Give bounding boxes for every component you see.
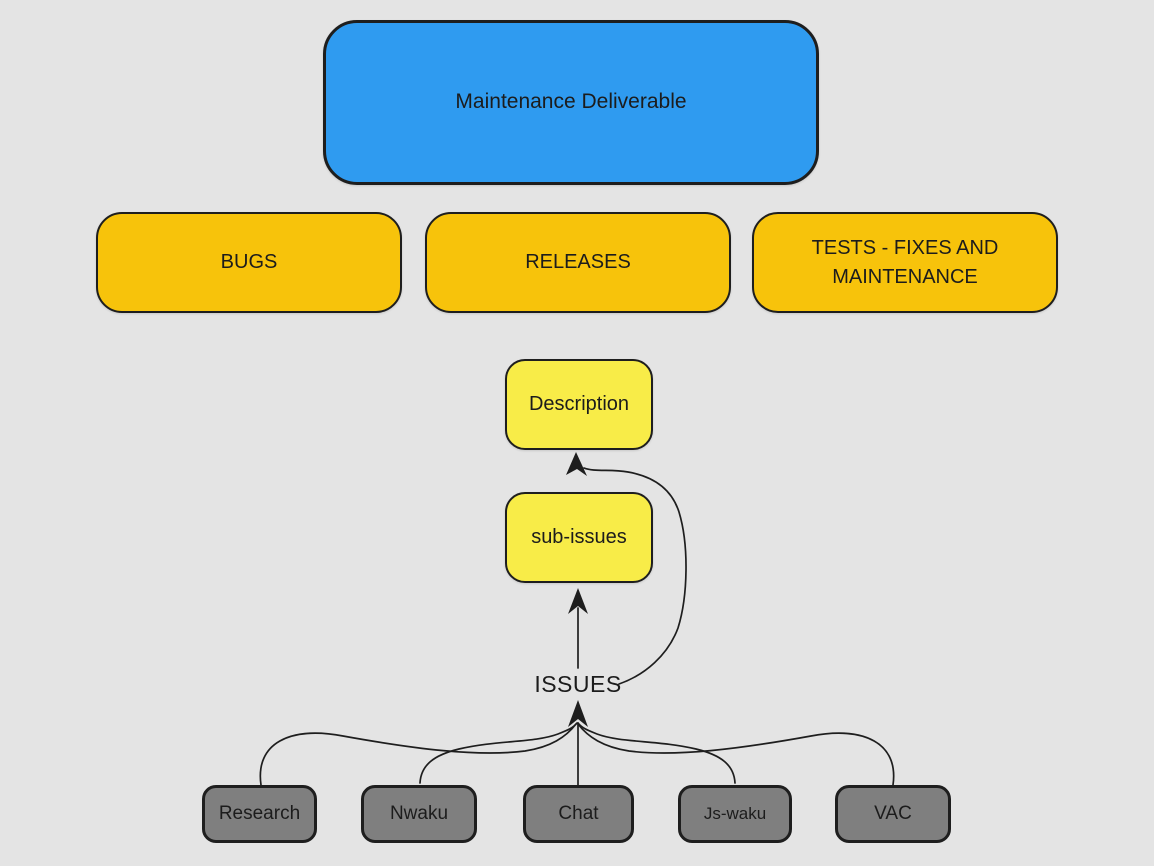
- edge-research-issues: [259, 723, 577, 786]
- node-chat-label: Chat: [558, 803, 599, 825]
- edge-issues-description: [583, 467, 687, 685]
- node-nwaku-label: Nwaku: [389, 803, 449, 825]
- arrowhead-into-issues: [568, 700, 588, 727]
- arrowhead-into-subissues: [568, 588, 588, 614]
- node-releases[interactable]: RELEASES: [425, 212, 731, 313]
- node-research-label: Research: [218, 803, 301, 825]
- node-maintenance-deliverable[interactable]: Maintenance Deliverable: [323, 20, 819, 185]
- node-maintenance-deliverable-label: Maintenance Deliverable: [455, 90, 687, 114]
- node-description[interactable]: Description: [505, 359, 653, 450]
- node-bugs[interactable]: BUGS: [96, 212, 402, 313]
- edge-nwaku-issues: [419, 722, 578, 784]
- node-chat[interactable]: Chat: [523, 785, 634, 843]
- edge-jswaku-issues: [577, 722, 736, 784]
- node-js-waku-label: Js-waku: [703, 803, 767, 823]
- issues-text-label[interactable]: ISSUES: [534, 671, 622, 697]
- node-description-label: Description: [528, 393, 630, 415]
- node-tests-fixes-maintenance[interactable]: TESTS - FIXES AND MAINTENANCE: [752, 212, 1058, 313]
- node-bugs-label: BUGS: [220, 251, 278, 273]
- node-tests-fixes-maintenance-label: TESTS - FIXES AND MAINTENANCE: [811, 236, 999, 288]
- node-research[interactable]: Research: [202, 785, 317, 843]
- edge-vac-issues: [577, 723, 895, 786]
- node-sub-issues-label: sub-issues: [531, 526, 627, 548]
- node-vac[interactable]: VAC: [835, 785, 951, 843]
- node-nwaku[interactable]: Nwaku: [361, 785, 477, 843]
- arrowhead-into-description: [566, 452, 587, 476]
- node-vac-label: VAC: [874, 803, 912, 825]
- node-releases-label: RELEASES: [525, 251, 631, 273]
- node-js-waku[interactable]: Js-waku: [678, 785, 792, 843]
- node-sub-issues[interactable]: sub-issues: [505, 492, 653, 583]
